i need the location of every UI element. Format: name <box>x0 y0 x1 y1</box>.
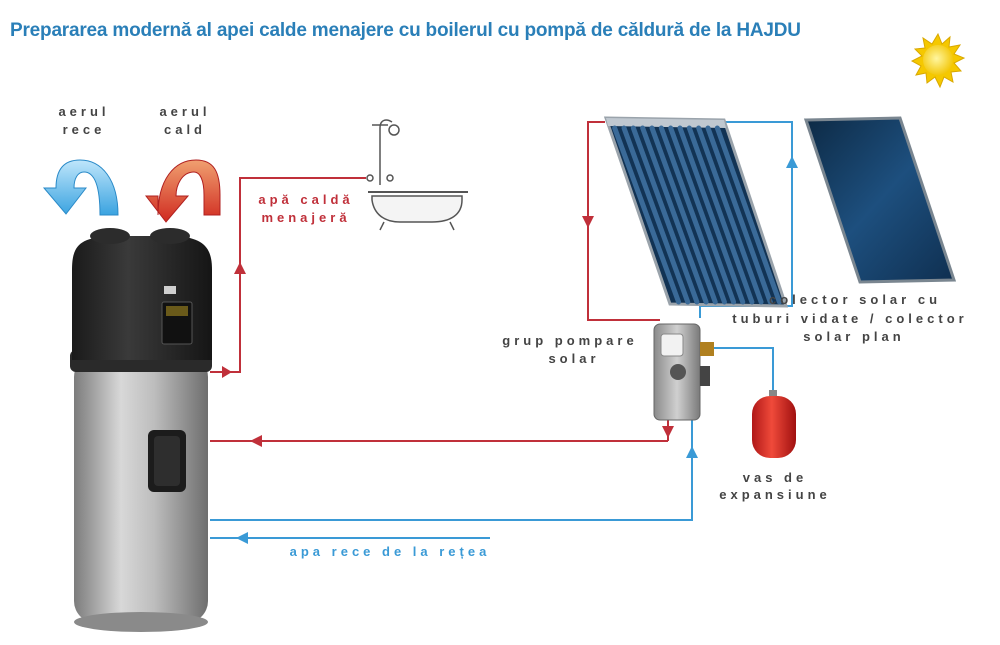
vessel-label-line2: expansiune <box>719 487 831 502</box>
collector-tube <box>630 125 700 305</box>
hot-water-label-line2: menajeră <box>261 210 350 225</box>
collector-tube <box>705 125 773 305</box>
collector-label-line2: tuburi vidate / colector <box>732 311 967 326</box>
warm-air-arrow-icon <box>144 159 221 223</box>
collector-label-line1: colector solar cu <box>769 292 941 307</box>
collector-tube <box>668 125 737 305</box>
page-title: Prepararea modernă al apei calde menajer… <box>10 20 801 41</box>
heat-pump-boiler <box>70 228 212 632</box>
warm-air-label-line2: cald <box>164 122 206 137</box>
sun-icon <box>910 32 966 89</box>
cold-air-label-line2: rece <box>63 122 106 137</box>
collector-tube <box>612 125 682 305</box>
hot-water-piping <box>210 121 669 442</box>
solar-pump-group <box>653 323 714 421</box>
collector-tube <box>640 125 709 305</box>
flat-plate-collector <box>803 116 957 284</box>
collector-tube <box>696 125 764 305</box>
pump-group-label-line1: grup pompare <box>502 333 637 348</box>
collector-tube <box>649 125 718 305</box>
collector-tube <box>677 125 746 305</box>
collector-label-line3: solar plan <box>803 329 904 344</box>
expansion-vessel <box>752 390 796 458</box>
cold-supply-label: apa rece de la rețea <box>290 544 491 559</box>
vacuum-tube-collector <box>603 116 789 308</box>
collector-tube <box>686 125 755 305</box>
collector-tubes <box>612 125 782 305</box>
warm-air-label-line1: aerul <box>159 104 210 119</box>
collector-tube <box>714 125 782 305</box>
shower-bathtub-icon <box>366 119 468 231</box>
cold-water-arrows <box>236 156 798 544</box>
collector-tube <box>658 125 727 305</box>
cold-air-label-line1: aerul <box>58 104 109 119</box>
pump-group-label-line2: solar <box>548 351 599 366</box>
collector-tube <box>621 125 691 305</box>
vessel-label-line1: vas de <box>743 470 807 485</box>
cold-air-arrow-icon <box>42 159 119 216</box>
hot-water-label-line1: apă caldă <box>258 192 353 207</box>
hot-water-arrows <box>222 216 674 447</box>
